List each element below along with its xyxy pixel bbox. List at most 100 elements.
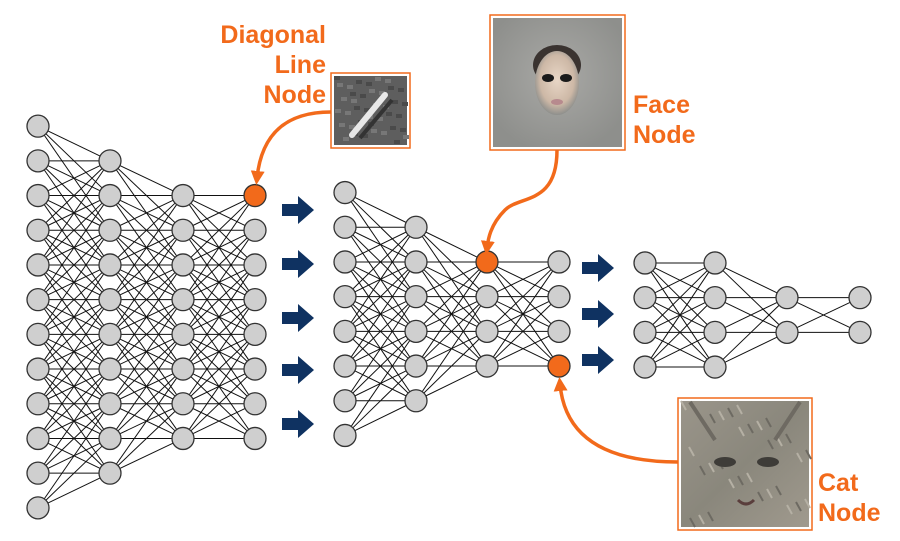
connection-edge [37, 229, 111, 301]
noise [377, 117, 383, 121]
connection-edge [714, 297, 788, 368]
connection-edge [344, 330, 417, 402]
connection-edge [109, 299, 184, 370]
connection-edge [644, 297, 716, 368]
noise [356, 80, 362, 84]
fur-stripe [766, 488, 773, 499]
fur-stripe [738, 426, 745, 437]
connection-edge [486, 261, 560, 332]
connection-edge [37, 403, 111, 474]
connection-edge [344, 226, 417, 298]
connection-edge [37, 160, 111, 197]
connection-edge [415, 261, 488, 367]
cat-node-label: Cat Node [818, 468, 881, 528]
connection-edge [644, 262, 716, 368]
connection-edge [109, 229, 184, 335]
connection-edge [644, 262, 716, 333]
connection-edge [37, 195, 111, 266]
neuron-node [703, 355, 727, 379]
connection-edge [182, 403, 256, 439]
neuron-node [98, 287, 122, 312]
neuron-node [404, 250, 428, 274]
connection-edge [37, 264, 111, 370]
neuron-node [98, 218, 122, 242]
connection-edge [415, 330, 488, 402]
neuron-node [703, 251, 727, 275]
noise [396, 114, 402, 118]
connection-edge [344, 296, 417, 402]
connection-edge [344, 226, 417, 263]
fur-stripe [767, 439, 774, 450]
connection-edge [182, 334, 256, 439]
neuron-node [775, 320, 799, 345]
neuron-node [404, 354, 428, 378]
connection-edge [182, 333, 256, 405]
neuron-node [333, 215, 357, 239]
fur-stripe [689, 517, 696, 528]
right-arrow-icon [282, 196, 314, 224]
fur-stripe [727, 407, 734, 418]
noise [341, 97, 347, 101]
fur-stripe [698, 514, 705, 525]
neuron-node [98, 392, 122, 416]
noise [386, 112, 392, 116]
neuron-node [243, 287, 267, 312]
noise [345, 111, 351, 115]
diagonal-shadow [358, 98, 394, 140]
connection-edge [37, 264, 111, 335]
noise [385, 79, 391, 83]
noise [339, 123, 345, 127]
noise [362, 134, 368, 138]
connection-edge [415, 261, 488, 332]
label-line: Node [633, 121, 696, 149]
face-node-label: Face Node [633, 90, 696, 150]
connection-edge [182, 299, 256, 370]
neuron-node [333, 354, 357, 378]
neuron-node [98, 461, 122, 485]
connection-edge [415, 296, 488, 402]
fur-stripe [709, 413, 716, 424]
neuron-node [26, 392, 50, 416]
noise [350, 92, 356, 96]
noise [351, 99, 357, 103]
neuron-node [26, 426, 50, 451]
right-arrow-icon [582, 300, 614, 328]
noise [343, 137, 349, 141]
nose [736, 498, 756, 506]
neuron-node [26, 461, 50, 485]
connection-edge [182, 229, 256, 335]
neuron-node [26, 183, 50, 208]
connection-edge [37, 299, 111, 405]
highlighted-node [243, 183, 267, 208]
neuron-node [26, 322, 50, 347]
neuron-node [475, 319, 499, 344]
fur-stripe [718, 410, 725, 421]
connection-edge [182, 229, 256, 301]
fur-stripe [680, 400, 687, 411]
connection-edge [415, 365, 488, 402]
neuron-node [703, 320, 727, 345]
connection-edge [109, 195, 184, 266]
connection-edge [344, 261, 417, 367]
neuron-node [703, 285, 727, 310]
fur-stripe [805, 449, 812, 460]
fur-stripe [708, 462, 715, 473]
connection-edge [486, 261, 560, 367]
right-arrow-icon [282, 410, 314, 438]
neuron-node [98, 322, 122, 347]
fur-stripe [786, 504, 793, 515]
connection-edge [344, 331, 417, 436]
connection-edge [109, 403, 184, 474]
noise [394, 140, 400, 144]
callout-arrow [480, 149, 559, 255]
connection-edge [109, 264, 184, 335]
connection-edge [109, 195, 184, 300]
neuron-node [171, 322, 195, 347]
neuron-node [171, 426, 195, 451]
neuron-node [171, 392, 195, 416]
fur-stripe [757, 491, 764, 502]
label-line: Face [633, 91, 690, 119]
connection-edge [37, 368, 111, 439]
eye [757, 457, 779, 467]
